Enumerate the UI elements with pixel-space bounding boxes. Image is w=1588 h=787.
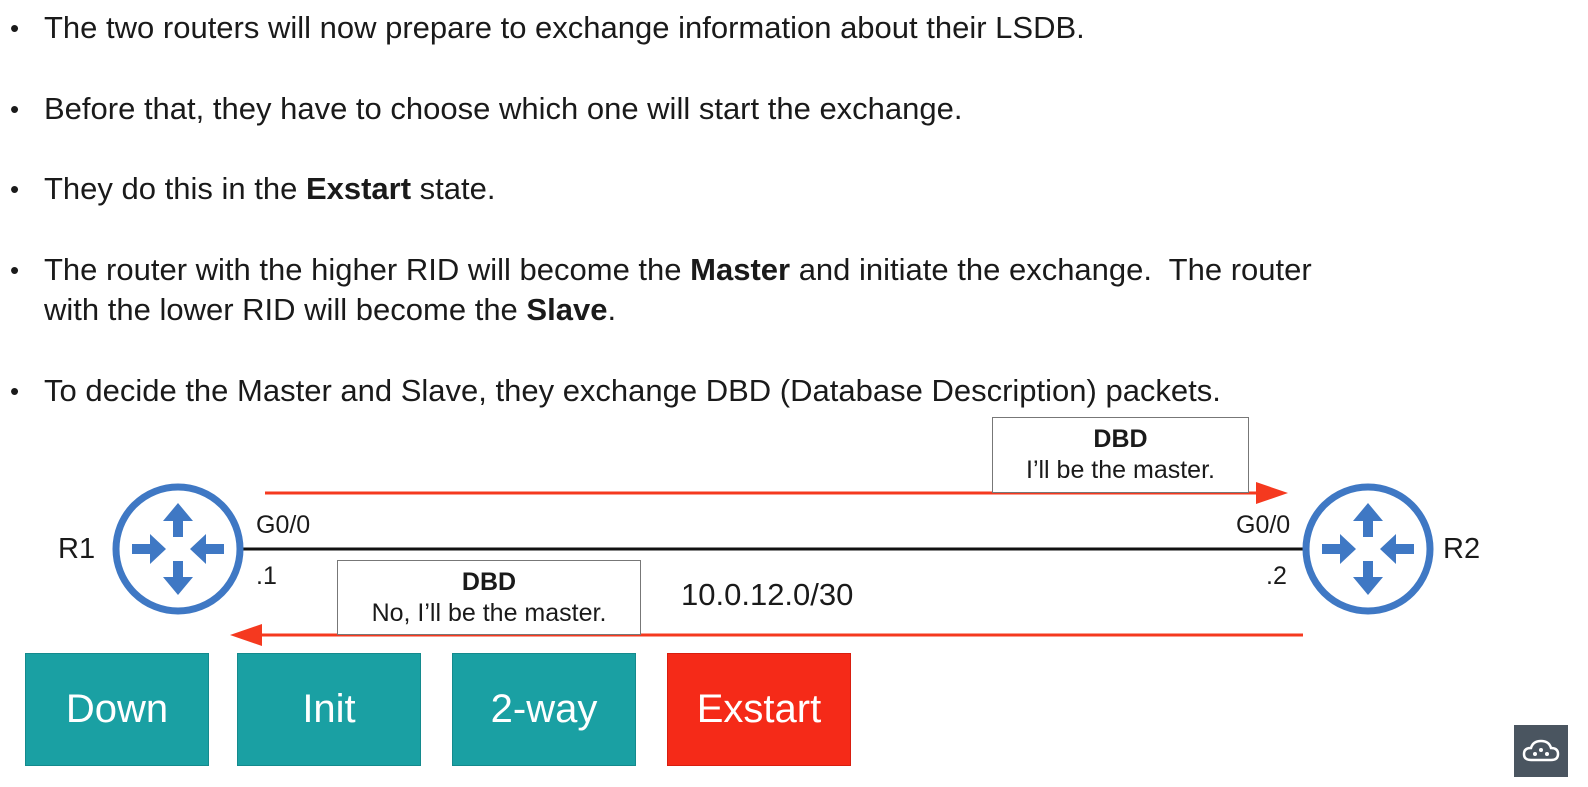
r2-ip-suffix: .2 xyxy=(1266,562,1287,590)
dbd-message-to-r1: DBD No, I’ll be the master. xyxy=(337,560,641,635)
dbd-message-to-r2: DBD I’ll be the master. xyxy=(992,417,1249,493)
state-down: Down xyxy=(25,653,209,766)
bullet-dot: • xyxy=(10,13,20,43)
dbd-text: I’ll be the master. xyxy=(1026,456,1215,484)
dbd-title: DBD xyxy=(461,568,517,596)
arrowhead-left xyxy=(230,624,262,646)
r1-ip-suffix: .1 xyxy=(256,562,277,590)
bullet-dot: • xyxy=(10,94,20,124)
router-r1-icon xyxy=(112,483,244,615)
cloud-network-icon xyxy=(1514,725,1568,777)
state-2-way: 2-way xyxy=(452,653,636,766)
bullet-text: To decide the Master and Slave, they exc… xyxy=(44,373,1221,408)
dbd-text: No, I’ll be the master. xyxy=(371,599,607,627)
r2-interface: G0/0 xyxy=(1236,511,1291,539)
bullet-text: The two routers will now prepare to exch… xyxy=(44,10,1085,45)
r2-label: R2 xyxy=(1443,533,1481,565)
state-exstart: Exstart xyxy=(667,653,851,766)
bullet-text: They do this in the Exstart state. xyxy=(44,171,496,206)
r1-interface: G0/0 xyxy=(256,511,311,539)
bullet-dot: • xyxy=(10,376,20,406)
term-slave: Slave xyxy=(526,292,608,327)
r1-label: R1 xyxy=(58,533,96,565)
bullet-text: Before that, they have to choose which o… xyxy=(44,91,963,126)
bullet-dot: • xyxy=(10,174,20,204)
bullet-text: The router with the higher RID will beco… xyxy=(44,252,1312,327)
state-init: Init xyxy=(237,653,421,766)
dbd-title: DBD xyxy=(1093,425,1148,453)
term-exstart: Exstart xyxy=(305,171,412,206)
arrowhead-right xyxy=(1256,482,1288,504)
router-r2-icon xyxy=(1302,483,1434,615)
bullet-dot: • xyxy=(10,255,20,285)
network-address: 10.0.12.0/30 xyxy=(681,577,854,612)
term-master: Master xyxy=(690,252,791,287)
